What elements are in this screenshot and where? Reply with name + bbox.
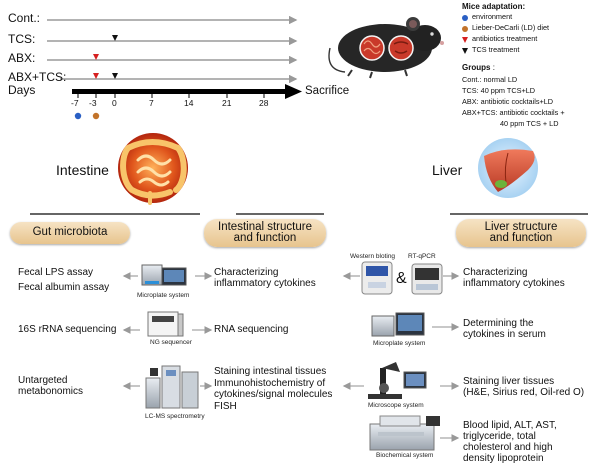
ld-diet-legend-icon xyxy=(462,26,468,32)
tick-label: 0 xyxy=(112,98,117,108)
group-label-abx: ABX: xyxy=(8,51,36,65)
fecal-albumin-assay: Fecal albumin assay xyxy=(18,282,110,293)
ampersand: & xyxy=(396,270,407,287)
microplate-system-right-icon xyxy=(371,312,425,337)
group-label-tcs: TCS: xyxy=(8,32,36,46)
tick-label: 21 xyxy=(222,98,232,108)
group-label-cont: Cont.: xyxy=(8,11,41,25)
sacrifice-label: Sacrifice xyxy=(305,85,350,97)
header-line: Intestinal structure xyxy=(218,220,312,233)
instrument-label: Western bloting xyxy=(350,253,396,260)
instrument-label: RT-qPCR xyxy=(408,253,436,260)
instrument-label: Microplate system xyxy=(373,340,426,347)
antibiotics-marker xyxy=(93,73,99,79)
microplate-system-left-icon xyxy=(141,264,187,286)
western-blotting-icon xyxy=(361,261,393,295)
tcs-treatment-marker xyxy=(112,73,118,79)
group-description: 40 ppm TCS + LD xyxy=(500,119,559,128)
instrument-label: Microplate system xyxy=(137,292,190,299)
antibiotics-legend-icon xyxy=(462,37,468,43)
tick-label: 7 xyxy=(149,98,154,108)
instrument-label: NG sequencer xyxy=(150,339,192,346)
instrument-label: LC-MS spectrometry xyxy=(145,413,205,420)
lc-ms-spectrometry-icon xyxy=(145,365,199,409)
rt-qpcr-icon xyxy=(411,263,443,295)
instrument-label: Biochemical system xyxy=(376,452,434,459)
treatment-markers xyxy=(93,35,118,79)
microscope-system-icon xyxy=(368,362,427,399)
environment-dot xyxy=(74,112,82,120)
liver-structure-header: Liver structure and function xyxy=(456,219,586,247)
instrument-label: Microscope system xyxy=(368,402,424,409)
intestine-illustration xyxy=(118,133,188,205)
tick-label: -7 xyxy=(71,98,79,108)
legend-item: antibiotics treatment xyxy=(472,34,538,43)
groups-title: Groups : xyxy=(462,63,495,72)
blood-lipid-tests: Blood lipid, ALT, AST, triglyceride, tot… xyxy=(463,420,557,463)
rrna-sequencing: 16S rRNA sequencing xyxy=(18,324,117,335)
days-label: Days xyxy=(8,83,36,97)
intestinal-structure-header: Intestinal structure and function xyxy=(204,219,326,247)
fecal-lps-assay: Fecal LPS assay xyxy=(18,267,94,278)
group-timelines xyxy=(47,15,298,84)
liver-illustration xyxy=(478,138,538,198)
group-description: TCS: 40 ppm TCS+LD xyxy=(462,86,536,95)
legend-item: environment xyxy=(472,12,513,21)
liver-label: Liver xyxy=(432,162,463,178)
connection-arrows xyxy=(122,272,460,442)
group-description: Cont.: normal LD xyxy=(462,75,518,84)
header-line: Liver structure xyxy=(484,220,558,233)
intestinal-staining: Staining intestinal tissues Immunohistoc… xyxy=(214,366,333,412)
mouse-illustration xyxy=(328,17,444,79)
gut-microbiota-header: Gut microbiota xyxy=(10,222,130,244)
legend-title: Mice adaptation: xyxy=(462,2,526,11)
tcs-treatment-marker xyxy=(112,35,118,41)
header-line: and function xyxy=(489,232,553,244)
antibiotics-marker xyxy=(93,54,99,60)
environment-legend-icon xyxy=(462,15,468,21)
intestine-label: Intestine xyxy=(56,162,109,178)
group-label-abx-tcs: ABX+TCS: xyxy=(8,70,67,84)
rna-sequencing: RNA sequencing xyxy=(214,324,289,335)
ld-diet-dot xyxy=(92,112,100,120)
ng-sequencer-icon xyxy=(147,311,184,337)
group-description: ABX+TCS: antibiotic cocktails + xyxy=(462,108,565,117)
tick-label: 28 xyxy=(259,98,269,108)
group-description: ABX: antibiotic cocktails+LD xyxy=(462,97,554,106)
tick-label: 14 xyxy=(184,98,194,108)
tick-label: -3 xyxy=(89,98,97,108)
biochemical-system-icon xyxy=(369,415,440,451)
liver-staining: Staining liver tissues(H&E, Sirius red, … xyxy=(463,376,585,398)
legend-item: Lieber-DeCarli (LD) diet xyxy=(472,23,550,32)
tcs-legend-icon xyxy=(462,48,468,54)
header-line: and function xyxy=(233,232,297,244)
legend-item: TCS treatment xyxy=(472,45,520,54)
days-axis xyxy=(72,84,302,120)
